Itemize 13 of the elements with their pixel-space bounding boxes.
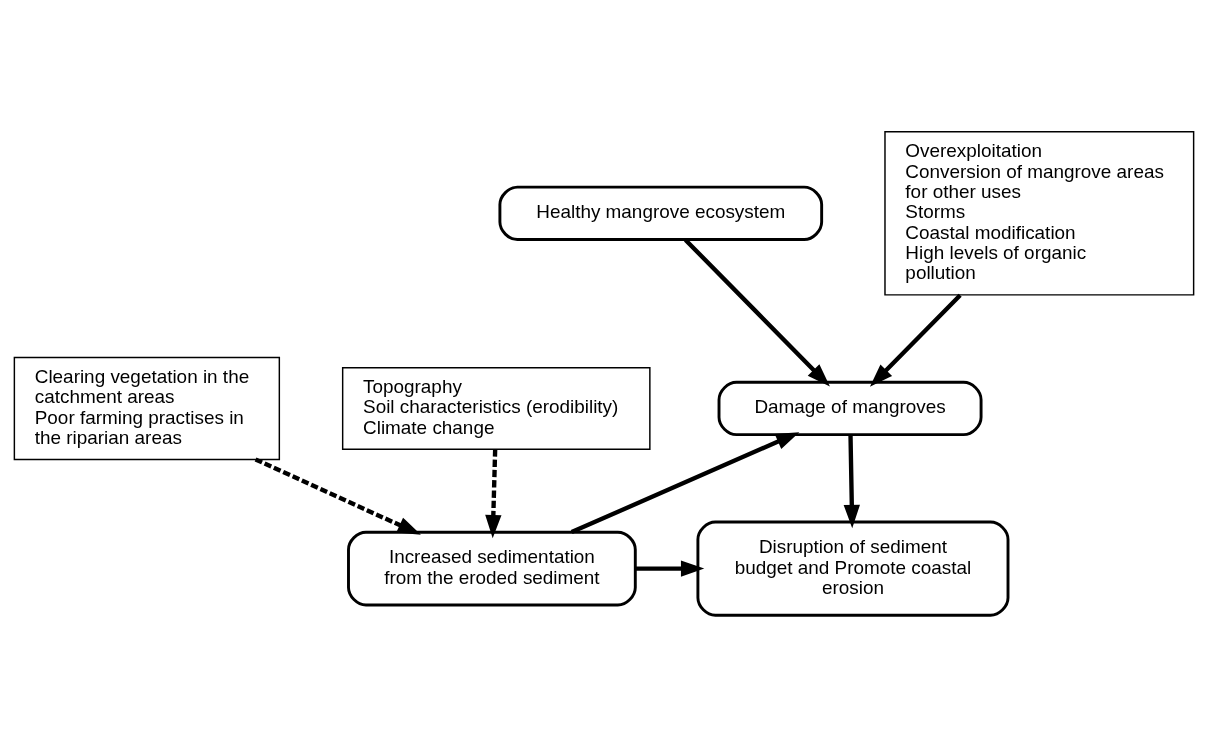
node-box: Increased sedimentation from the eroded sediment — [347, 530, 637, 606]
arrow — [635, 559, 705, 577]
node-box: Healthy mangrove ecosystem — [498, 185, 824, 241]
arrow — [843, 434, 860, 528]
arrow — [485, 449, 502, 538]
arrow — [570, 431, 800, 534]
arrow — [254, 456, 421, 535]
node-box: Clearing vegetation in the catchment areas Poor farming practises in the riparian areas — [13, 356, 281, 460]
node-box: Damage of mangroves — [717, 380, 983, 436]
node-box: Topography Soil characteristics (erodibility) Climate change — [341, 366, 651, 450]
node-box: Disruption of sediment budget and Promote coastal erosion — [696, 520, 1010, 617]
arrow — [869, 293, 962, 387]
node-box: Overexploitation Conversion of mangrove areas for other uses Storms Coastal modification High levels of organic pollution — [884, 130, 1195, 296]
